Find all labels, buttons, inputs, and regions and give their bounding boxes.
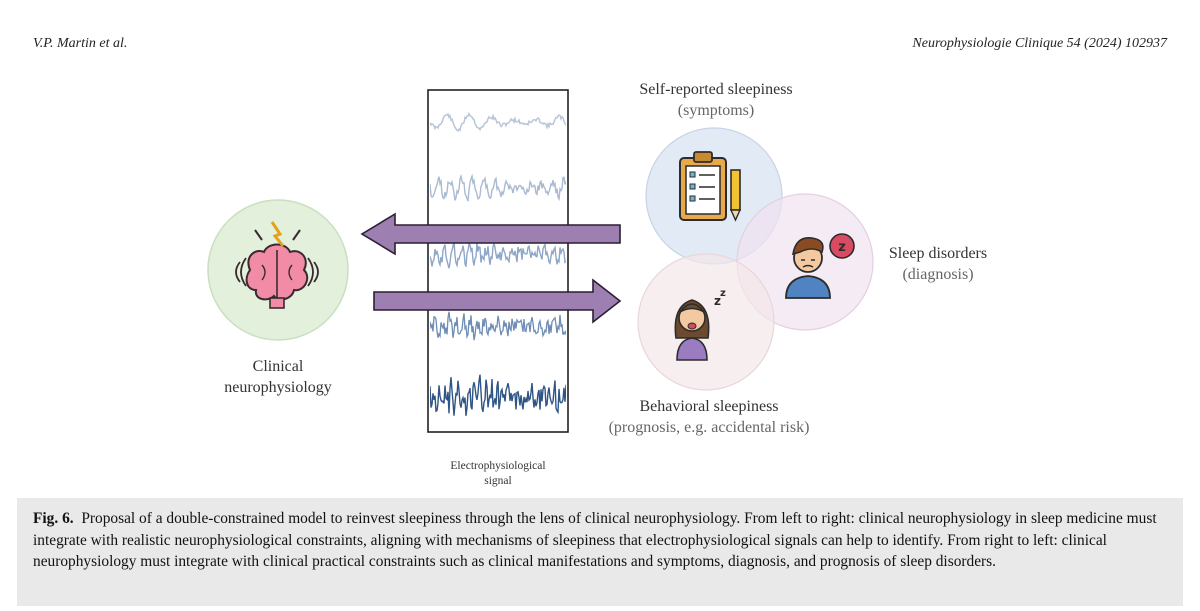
- self-reported-title: Self-reported sleepiness: [639, 81, 792, 98]
- signal-trace-3: [430, 240, 566, 269]
- signal-label-line2: signal: [484, 475, 511, 487]
- caption-label: Fig. 6.: [33, 510, 74, 527]
- brain-icon: [235, 221, 319, 309]
- pencil-icon: [729, 169, 742, 222]
- signal-trace-2: [430, 173, 566, 202]
- svg-text:z: z: [720, 288, 726, 299]
- sleep-disorders-subtitle: (diagnosis): [902, 266, 973, 283]
- signal-trace-4: [430, 311, 566, 341]
- signal-traces: [430, 111, 566, 416]
- clipboard-icon: [679, 151, 727, 221]
- caption-text: Proposal of a double-constrained model t…: [33, 510, 1157, 570]
- behavioral-subtitle: (prognosis, e.g. accidental risk): [609, 419, 810, 436]
- figure-6-diagram: Clinical neurophysiology z: [207, 81, 987, 487]
- left-label-line2: neurophysiology: [224, 379, 332, 396]
- behavioral-title: Behavioral sleepiness: [639, 398, 778, 415]
- arrow-left-to-right: [373, 278, 622, 324]
- electrophysiological-signal-box: [427, 89, 569, 433]
- sleepy-boy-icon: z: [785, 233, 855, 299]
- yawning-woman-icon: z z: [674, 288, 726, 361]
- figure-caption: Fig. 6. Proposal of a double-constrained…: [33, 508, 1173, 573]
- sleep-disorders-title: Sleep disorders: [889, 245, 987, 262]
- left-label-line1: Clinical: [253, 358, 304, 375]
- caption-background: [17, 498, 1183, 606]
- signal-trace-5: [430, 374, 566, 416]
- running-head-journal: Neurophysiologie Clinique 54 (2024) 1029…: [912, 36, 1167, 51]
- running-head-authors: V.P. Martin et al.: [33, 36, 128, 51]
- self-reported-subtitle: (symptoms): [678, 102, 754, 119]
- svg-text:z: z: [714, 294, 721, 308]
- svg-text:z: z: [838, 240, 846, 255]
- signal-label-line1: Electrophysiological: [450, 460, 545, 472]
- signal-trace-1: [430, 111, 566, 132]
- arrow-right-to-left: [360, 212, 621, 256]
